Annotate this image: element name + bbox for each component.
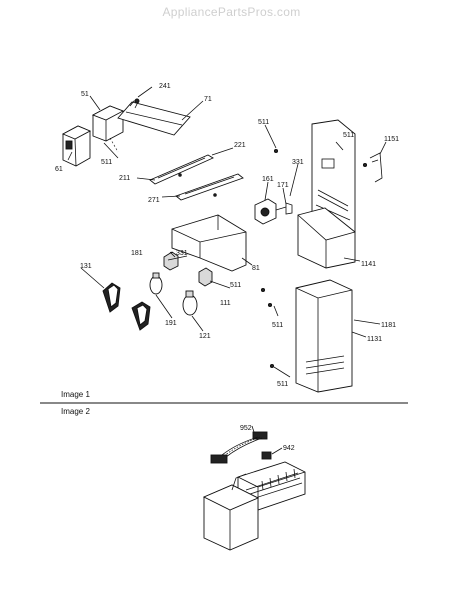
part-socket-111 — [198, 267, 213, 287]
part-harness-952 — [210, 431, 268, 464]
part-motor-51 — [91, 105, 125, 142]
callout-511-b: 511 — [258, 119, 269, 126]
callout-111: 111 — [220, 300, 231, 307]
part-rail-271 — [175, 173, 244, 201]
callout-942: 942 — [283, 445, 295, 452]
part-back-panel — [311, 119, 356, 238]
callout-181: 181 — [131, 250, 143, 257]
callout-51: 51 — [81, 91, 89, 98]
callout-511-c: 511 — [343, 132, 354, 139]
watermark: AppliancePartsPros.com — [162, 5, 301, 19]
leader-lines-image1 — [67, 86, 387, 378]
part-icemaker-71 — [109, 98, 191, 153]
caption-image-1: Image 1 — [61, 390, 90, 399]
part-bracket-1151 — [369, 152, 383, 183]
part-bulb-121 — [182, 290, 198, 316]
callout-271: 271 — [148, 197, 160, 204]
callout-211: 211 — [119, 175, 130, 182]
part-bulb-191 — [149, 272, 163, 295]
callout-511-e: 511 — [272, 322, 283, 329]
callout-511-a: 511 — [101, 159, 112, 166]
callout-1141: 1141 — [361, 261, 376, 268]
callout-511-f: 511 — [277, 381, 288, 388]
part-housing-61 — [61, 125, 92, 167]
part-dispenser-housing-81 — [171, 214, 247, 272]
part-paddle-131 — [102, 282, 151, 331]
part-connector-942 — [261, 451, 272, 460]
callout-61: 61 — [55, 166, 63, 173]
callout-71: 71 — [204, 96, 212, 103]
callout-1151: 1151 — [384, 136, 399, 143]
callout-1181: 1181 — [381, 322, 396, 329]
callout-131: 131 — [80, 263, 92, 270]
callout-952: 952 — [240, 425, 252, 432]
callout-labels-image1: 241 51 71 61 511 211 221 271 511 511 115… — [55, 83, 399, 388]
callout-241: 241 — [159, 83, 171, 90]
callout-331-b: 331 — [176, 250, 188, 257]
leader-952 — [251, 425, 255, 433]
callout-331-a: 331 — [292, 159, 304, 166]
callout-161: 161 — [262, 176, 274, 183]
callout-221: 221 — [234, 142, 246, 149]
callout-1131: 1131 — [367, 336, 382, 343]
screw-markers — [178, 148, 368, 369]
part-icemaker-control-box — [202, 473, 260, 551]
callout-171: 171 — [277, 182, 289, 189]
part-chute-1141 — [297, 207, 356, 269]
callout-191: 191 — [165, 320, 177, 327]
caption-image-2: Image 2 — [61, 407, 90, 416]
callout-81: 81 — [252, 265, 260, 272]
leader-942 — [271, 447, 283, 455]
part-solenoid-161 — [254, 198, 293, 225]
callout-511-d: 511 — [230, 282, 241, 289]
part-front-panel-1131 — [295, 279, 353, 393]
callout-121: 121 — [199, 333, 211, 340]
part-rail-211 — [149, 154, 214, 185]
